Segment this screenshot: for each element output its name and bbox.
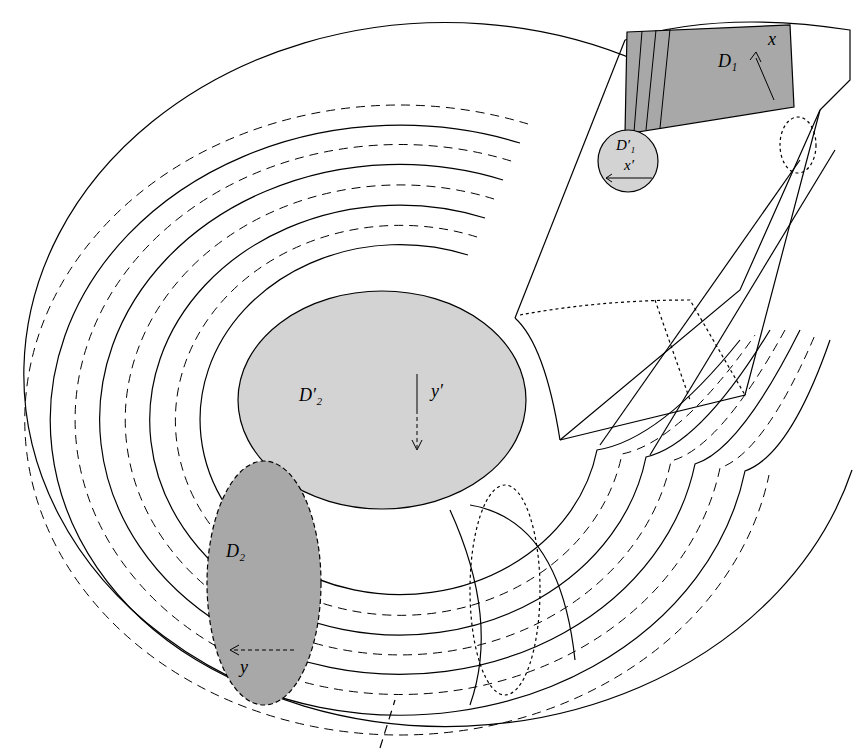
shaded-disk: D₁ x [622,22,794,136]
disk-label: D₁ [718,52,737,70]
disk-label: D₂ [226,542,245,560]
disk-label: D′₁ [616,138,635,153]
direction-label: x′ [624,158,634,173]
direction-label: x [768,30,776,48]
cross-section-disk-outline [206,460,322,706]
direction-label: y′ [431,382,443,400]
direction-label: y [240,658,248,676]
disk-label: D′₂ [299,386,322,404]
cross-section-disk: D₂ y [206,460,322,706]
small-disk: D′₁ x′ [598,130,658,192]
